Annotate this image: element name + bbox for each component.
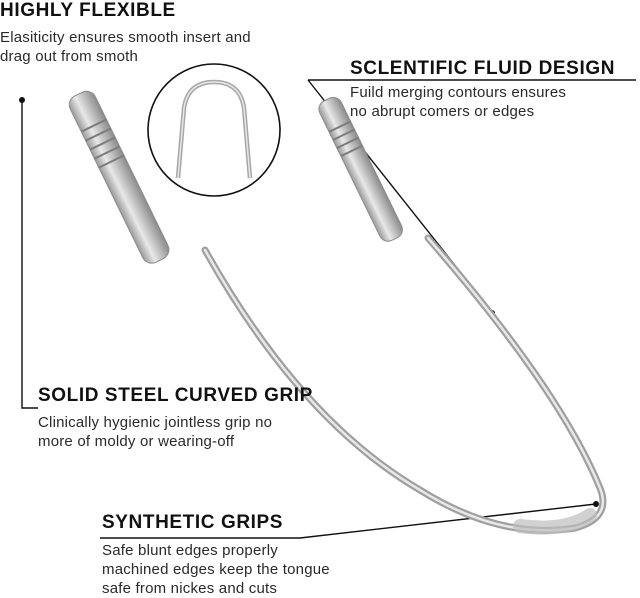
callout-line: safe from nickes and cuts [102,580,278,597]
leader-line-synthetic [100,503,597,539]
callout-line: Elasiticity ensures smooth insert and [0,29,251,46]
callout-scientific-fluid-design: SCLENTIFIC FLUID DESIGN Fuild merging co… [350,58,615,121]
callout-title: SYNTHETIC GRIPS [102,512,284,533]
callout-title: SOLID STEEL CURVED GRIP [38,385,313,406]
callout-line: Fuild merging contours ensures [350,84,567,101]
callout-title: HIGHLY FLEXIBLE [0,0,176,21]
callout-solid-steel-curved-grip: SOLID STEEL CURVED GRIP Clinically hygie… [38,385,313,451]
left-handle [68,90,170,264]
callout-line: Clinically hygienic jointless grip no [38,414,273,431]
right-handle [318,96,403,242]
leader-dot-solid-steel [19,97,25,103]
callout-synthetic-grips: SYNTHETIC GRIPS Safe blunt edges properl… [102,512,330,598]
leader-dot-synthetic [593,501,599,507]
callout-title: SCLENTIFIC FLUID DESIGN [350,58,616,79]
callout-line: Safe blunt edges properly [102,542,278,559]
callout-line: machined edges keep the tongue [102,561,330,578]
inset-detail-circle [147,63,281,197]
cleaner-wire [201,234,607,535]
callout-highly-flexible: HIGHLY FLEXIBLE Elasiticity ensures smoo… [0,0,251,66]
callout-line: drag out from smoth [0,48,139,65]
callout-line: no abrupt comers or edges [350,103,535,120]
callout-line: more of moldy or wearing-off [38,433,235,450]
leader-line-solid-steel [21,100,38,409]
